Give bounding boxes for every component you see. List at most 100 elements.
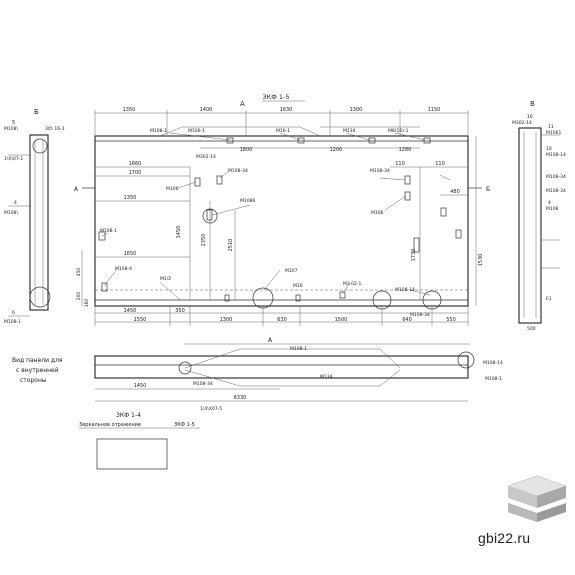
dim-top-3: 1630 <box>280 107 293 113</box>
callout-17: М108-14 <box>395 287 415 293</box>
callout-16: М3.02-1 <box>343 281 362 287</box>
left-low-note-2: М108-1 <box>4 319 21 325</box>
dim-vert-2: 1450 <box>176 226 182 239</box>
right-note-4: М1061 <box>546 130 561 136</box>
dim-bottom-7: 550 <box>446 317 456 323</box>
dim-top-2: 1400 <box>200 107 213 113</box>
callout-13: М1/2 <box>160 276 171 282</box>
dim-row2-2: 1200 <box>330 147 343 153</box>
callout-12: М108-34 <box>370 168 390 174</box>
right-note-10: 500 <box>527 326 536 332</box>
note-line-2: с внутренней <box>16 367 59 374</box>
dim-left-4: 1650 <box>124 251 137 257</box>
plan-callout-4: М108-14 <box>483 360 503 366</box>
plan-callout-1: М108-1 <box>290 346 307 352</box>
mirror-text: Зеркальное отражение <box>79 422 141 428</box>
dim-vert-1: 2350 <box>201 234 207 247</box>
mirror-note: ЗКФ 1-4 Зеркальное отражение ЗКФ 1-5 <box>79 412 200 470</box>
callout-1: М108-1 <box>150 128 167 134</box>
dim-bottom-6: 640 <box>402 317 412 323</box>
right-section-view: В 16 М302-14 11 М1061 10 М108-14 М108-34… <box>512 100 566 332</box>
callout-15: М16 <box>293 283 303 289</box>
callout-3: М16-1 <box>276 128 290 134</box>
dim-bottom-4: 630 <box>277 317 287 323</box>
dim-bottom-1: 1450 <box>124 308 137 314</box>
note-line-3: стороны <box>20 377 47 384</box>
callout-5: М8(16)-1 <box>388 128 409 134</box>
callout-8: М106 <box>371 210 384 216</box>
dim-top-1: 1350 <box>123 107 136 113</box>
dim-top-5: 1150 <box>428 107 441 113</box>
callout-19: М108-1 <box>100 228 117 234</box>
right-note-9: Е1 <box>546 296 552 302</box>
dim-bottom2-2: 1300 <box>220 317 233 323</box>
drawing-title: ЗКФ 1-5 <box>262 93 289 101</box>
right-note-extra-2: М108-14 <box>546 152 566 158</box>
right-note-3: 11 <box>548 124 554 130</box>
callout-4: М134 <box>343 128 356 134</box>
dim-vert-5: 160 <box>84 299 90 308</box>
callout-6: М302-14 <box>196 154 216 160</box>
right-note-6: М108 <box>546 206 559 212</box>
callout-14: М107 <box>285 268 298 274</box>
left-mid-note-2: М108\ <box>4 210 18 216</box>
left-section-label: Б <box>34 108 39 116</box>
gbi-logo-icon <box>507 475 567 522</box>
main-panel-elevation: 1350 1400 1630 1300 1150 1800 1200 1280 … <box>74 107 490 326</box>
dim-vert-4: 450 <box>76 268 82 277</box>
mirror-label: ЗКФ 1-4 <box>116 412 141 419</box>
right-note-5: 4 <box>548 200 551 206</box>
dim-row2-3: 1280 <box>399 147 412 153</box>
view-note: Вид панели для с внутренней стороны <box>12 357 63 384</box>
dim-right-4: 1530 <box>478 254 484 267</box>
right-note-8: М108-34 <box>546 188 566 194</box>
arrow-label-right: Б <box>486 186 490 193</box>
left-note-2: ЗО\ 16-1 <box>45 126 65 132</box>
callout-11: М108-34 <box>228 168 248 174</box>
plan-dim-1: 1450 <box>134 383 147 389</box>
left-low-note: 6 <box>12 310 15 316</box>
mirror-ref: ЗКФ 1-5 <box>174 422 195 428</box>
dim-bottom2-1: 1550 <box>134 317 147 323</box>
callout-2: М106-1 <box>188 128 205 134</box>
dim-vert-6: 1730 <box>411 249 417 262</box>
dim-row2-1: 1800 <box>240 147 253 153</box>
right-section-label: В <box>530 100 535 108</box>
callout-7: М106 <box>166 186 179 192</box>
callout-10: М108-4 <box>115 266 132 272</box>
site-watermark: gbi22.ru <box>478 530 531 546</box>
callout-9: М1086 <box>240 198 255 204</box>
mirror-panel-thumbnail <box>96 438 168 470</box>
plan-callout-6: 1\4\Х07-5 <box>200 406 222 412</box>
left-note-1: 5 <box>12 120 15 126</box>
dim-right-2: 110 <box>435 161 445 167</box>
right-note-extra-1: 10 <box>546 146 552 152</box>
left-section-view: Б 5 М108\ ЗО\ 16-1 1\Х\07-1 4 М108\ 6 М1… <box>4 108 65 325</box>
dim-left-1: 1660 <box>129 161 142 167</box>
left-small-note: 1\Х\07-1 <box>4 156 23 162</box>
right-note-1: 16 <box>527 114 533 120</box>
dim-top-4: 1300 <box>350 107 363 113</box>
right-note-7: М108-34 <box>546 174 566 180</box>
plan-callout-2: М134 <box>320 374 333 380</box>
plan-callout-5: М108-1 <box>485 376 502 382</box>
plan-view: А М108-1 М134 М108-34 М108-14 М108-1 145… <box>94 337 503 412</box>
left-note-3: М108\ <box>4 126 18 132</box>
plan-dim-2: 6330 <box>234 395 247 401</box>
dim-right-1: 110 <box>395 161 405 167</box>
dim-bottom2-3: 1500 <box>335 317 348 323</box>
plan-callout-3: М108-34 <box>193 381 213 387</box>
dim-vert-7: 2510 <box>228 239 234 252</box>
plan-label: А <box>268 337 273 344</box>
dim-left-3: 1350 <box>124 195 137 201</box>
dim-vert-3: 200 <box>76 292 82 301</box>
note-line-1: Вид панели для <box>12 357 63 364</box>
dim-left-2: 1700 <box>129 170 142 176</box>
left-mid-note: 4 <box>14 200 17 206</box>
right-note-2: М302-14 <box>512 120 532 126</box>
view-label-a: А <box>240 100 245 108</box>
arrow-label-left: А <box>74 186 79 193</box>
dim-right-3: 480 <box>450 189 460 195</box>
callout-18: М108-34 <box>410 312 430 318</box>
